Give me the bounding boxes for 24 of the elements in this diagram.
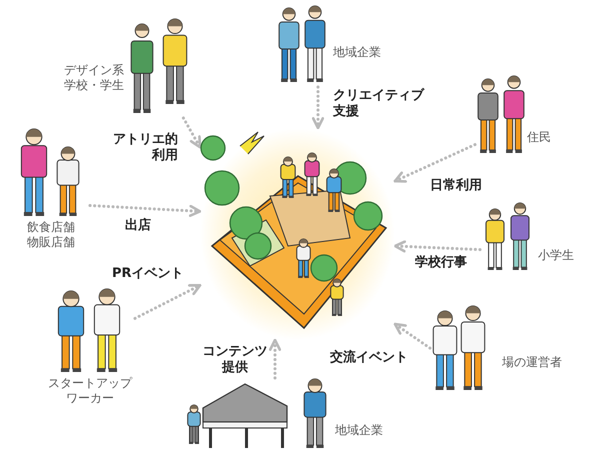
group-label: 住民: [527, 130, 552, 145]
group-label: 小学生: [538, 248, 575, 263]
edge-label: 日常利用: [430, 178, 483, 194]
edge-label: クリエイティブ支援: [333, 88, 426, 120]
dotted-arrow: [394, 240, 482, 253]
dotted-arrow: [312, 86, 324, 130]
edge-label: PRイベント: [112, 266, 185, 282]
edge-label: アトリエ的利用: [112, 132, 178, 164]
edge-label: コンテンツ提供: [202, 344, 268, 376]
edge-label: 交流イベント: [330, 350, 409, 366]
group-label: スタートアップワーカー: [47, 376, 134, 406]
edge-label: 学校行事: [415, 255, 468, 271]
group-label: デザイン系学校・学生: [63, 63, 124, 93]
edge-label: 出店: [125, 218, 152, 234]
dotted-arrow: [268, 338, 282, 380]
dotted-arrow: [182, 116, 202, 149]
group-label: 地域企業: [333, 45, 382, 60]
dotted-arrow: [394, 143, 476, 183]
group-label: 飲食店舗物販店舗: [26, 220, 76, 250]
dotted-arrow: [88, 204, 202, 217]
dotted-arrow: [134, 284, 202, 320]
group-label: 場の運営者: [502, 355, 563, 370]
dotted-arrow: [394, 322, 432, 350]
group-label: 地域企業: [335, 423, 384, 438]
